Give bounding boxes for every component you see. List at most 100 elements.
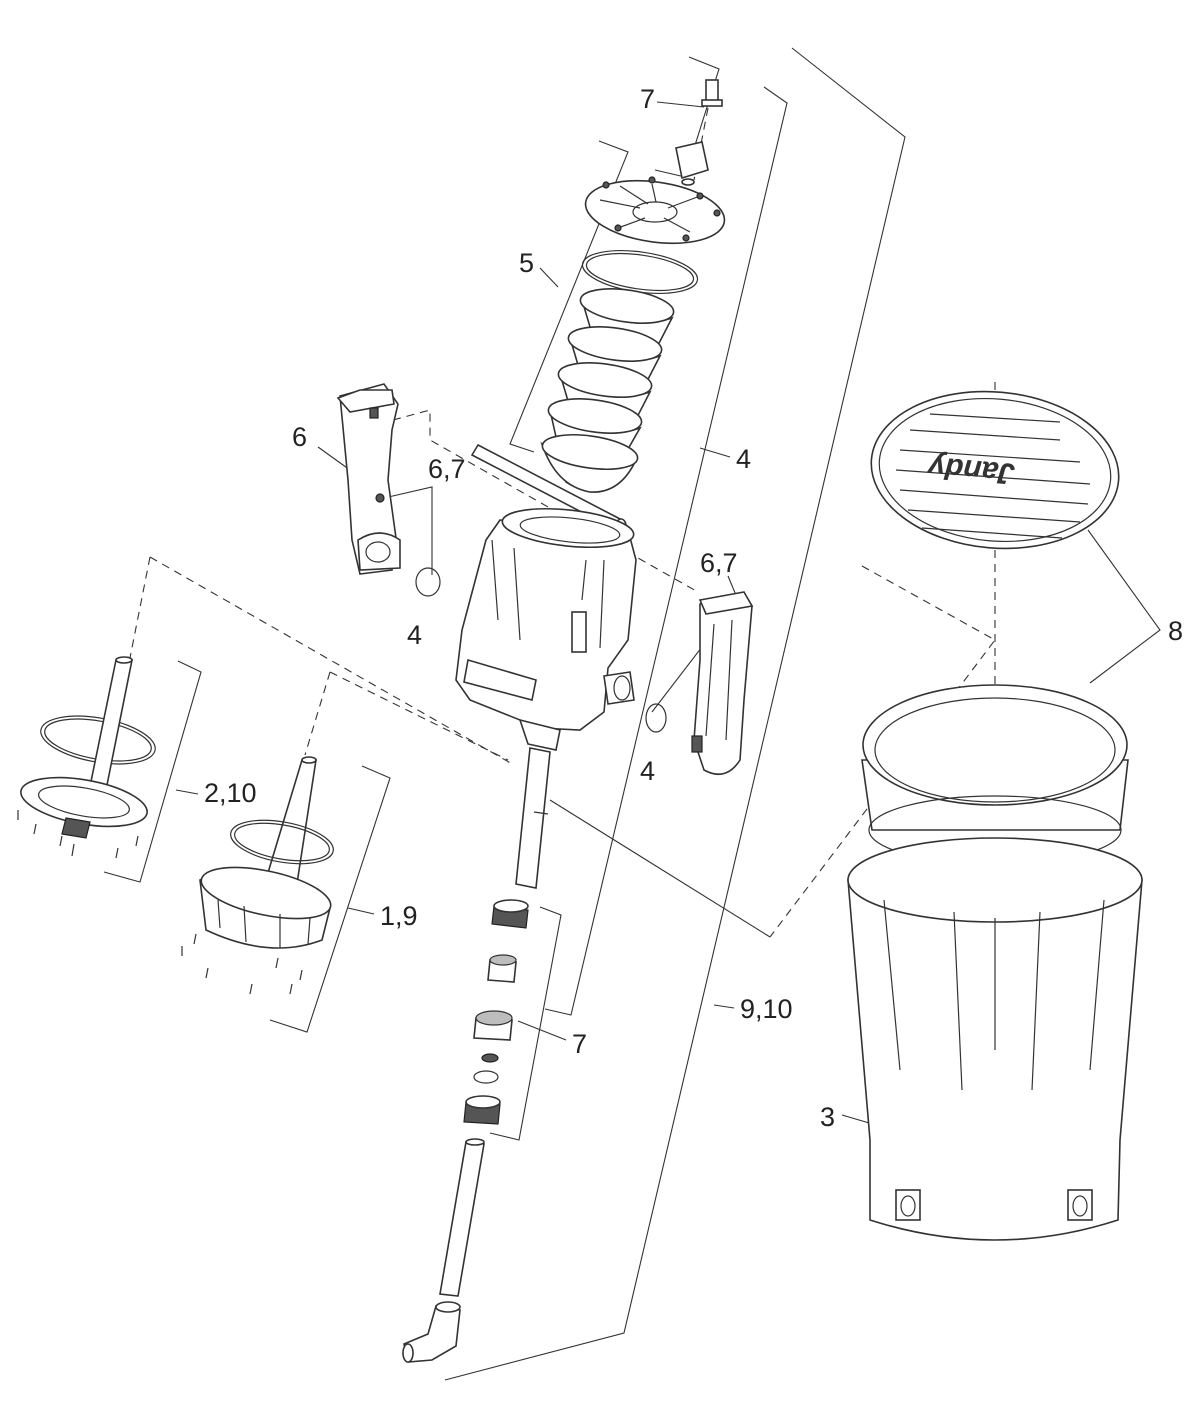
filter-head-body xyxy=(455,508,637,751)
cone-2-rim xyxy=(567,326,663,362)
bracket-9-10 xyxy=(444,47,906,1381)
callout-6: 6 xyxy=(292,422,307,452)
bracket-2-10 xyxy=(103,660,202,883)
o-ring-left xyxy=(415,567,441,597)
lid-disc xyxy=(870,390,1120,550)
screw xyxy=(289,983,293,995)
standpipe-seam xyxy=(533,811,549,815)
body-side-port xyxy=(603,671,635,705)
tank-body xyxy=(847,879,1143,1241)
bowl-ribs xyxy=(217,899,311,948)
bracket-7-top xyxy=(654,56,720,178)
o-ring-top-inner xyxy=(585,252,695,292)
cone-3-rim xyxy=(557,362,653,398)
body-side-port-hole xyxy=(613,675,631,701)
left-handle-pin xyxy=(369,407,379,419)
tank-top-inner xyxy=(874,697,1116,803)
screw xyxy=(602,181,610,189)
elbow xyxy=(403,1305,461,1363)
screw xyxy=(115,847,119,859)
cone-1-rim xyxy=(579,288,675,324)
leader-2-10 xyxy=(175,789,199,795)
manifold-valve xyxy=(61,817,91,839)
leader-7-top xyxy=(656,101,705,108)
bowl-rim xyxy=(200,866,332,920)
elbow-end xyxy=(402,1343,414,1363)
top-plate-hub xyxy=(632,201,678,223)
callout-1-9: 1,9 xyxy=(380,901,418,931)
leader-6 xyxy=(317,446,351,471)
callout-4-lower: 4 xyxy=(640,756,655,786)
bracket-7-bottom xyxy=(489,906,562,1141)
air-relief-nut xyxy=(701,99,723,107)
dash-bowl-diagonal xyxy=(329,671,509,761)
bracket-4 xyxy=(544,86,788,1016)
center-standpipe xyxy=(402,747,551,1363)
union-nut-1-top xyxy=(493,899,529,913)
cone-5-rim xyxy=(541,434,639,470)
screw xyxy=(33,823,37,835)
bowl-assembly xyxy=(181,756,334,995)
callout-6-7-left: 6,7 xyxy=(428,454,466,484)
screw xyxy=(71,843,75,857)
air-relief-valve xyxy=(675,79,723,186)
air-relief-knob xyxy=(705,79,719,103)
right-handle-clip xyxy=(691,735,703,753)
lid-logo: Jandy xyxy=(926,450,1017,491)
body-ribs xyxy=(491,539,605,649)
tank-ribs xyxy=(883,899,1105,1091)
line-body-to-tank xyxy=(549,799,771,938)
body-post xyxy=(571,611,587,653)
leader-5 xyxy=(539,267,559,288)
leader-1-9 xyxy=(347,907,375,915)
standpipe-upper xyxy=(515,747,551,889)
right-latch-handle xyxy=(645,591,754,776)
body-neck xyxy=(518,718,561,751)
leader-7-bottom xyxy=(517,1020,567,1041)
leader-4-right xyxy=(699,447,731,458)
callout-4-right: 4 xyxy=(736,444,751,474)
manifold-o-ring xyxy=(40,715,156,765)
cartridge-stack xyxy=(540,176,726,493)
tank-port-left-hole xyxy=(900,1195,916,1217)
callout-7-bottom: 7 xyxy=(572,1029,587,1059)
callout-9-10: 9,10 xyxy=(740,994,793,1024)
left-handle-clamp-hole xyxy=(365,541,391,563)
cone-4-rim xyxy=(547,398,643,434)
o-ring-small xyxy=(473,1070,499,1084)
tank-shoulder xyxy=(847,837,1143,923)
screw xyxy=(193,933,197,945)
callout-labels: 7 5 6 6,7 4 4 6,7 4 8 2,10 1,9 9,10 7 3 xyxy=(204,84,1183,1132)
dash-manifold-vertical xyxy=(127,556,151,669)
bowl-pipe xyxy=(262,759,317,891)
dash-bowl-vertical xyxy=(304,671,331,756)
bowl-o-ring-inner xyxy=(234,822,330,862)
elbow-top xyxy=(435,1301,461,1313)
bowl-o-ring xyxy=(230,819,334,865)
screw xyxy=(696,192,704,200)
bracket-1-9 xyxy=(269,765,391,1033)
filter-tank xyxy=(847,684,1143,1241)
standpipe-lower xyxy=(439,1141,485,1297)
screw xyxy=(275,957,279,969)
standpipe-lower-top xyxy=(465,1138,485,1146)
lid-slots xyxy=(895,413,1091,539)
manifold-assembly xyxy=(17,656,156,859)
lid: Jandy xyxy=(870,390,1120,550)
washer xyxy=(681,178,695,186)
manifold-o-ring-inner xyxy=(44,718,152,762)
union-nut-2-top xyxy=(465,1095,501,1109)
body-top-inner xyxy=(519,516,621,544)
callout-3: 3 xyxy=(820,1102,835,1132)
cap-top xyxy=(475,1010,513,1026)
callout-6-7-right: 6,7 xyxy=(700,548,738,578)
left-handle-screw xyxy=(375,493,385,503)
screw xyxy=(614,224,622,232)
callout-4-left: 4 xyxy=(407,620,422,650)
screw xyxy=(59,835,63,847)
bowl-pipe-top xyxy=(301,756,317,764)
screw xyxy=(713,209,721,217)
filter-cones xyxy=(540,288,675,493)
manifold-pipe-top xyxy=(115,656,133,664)
